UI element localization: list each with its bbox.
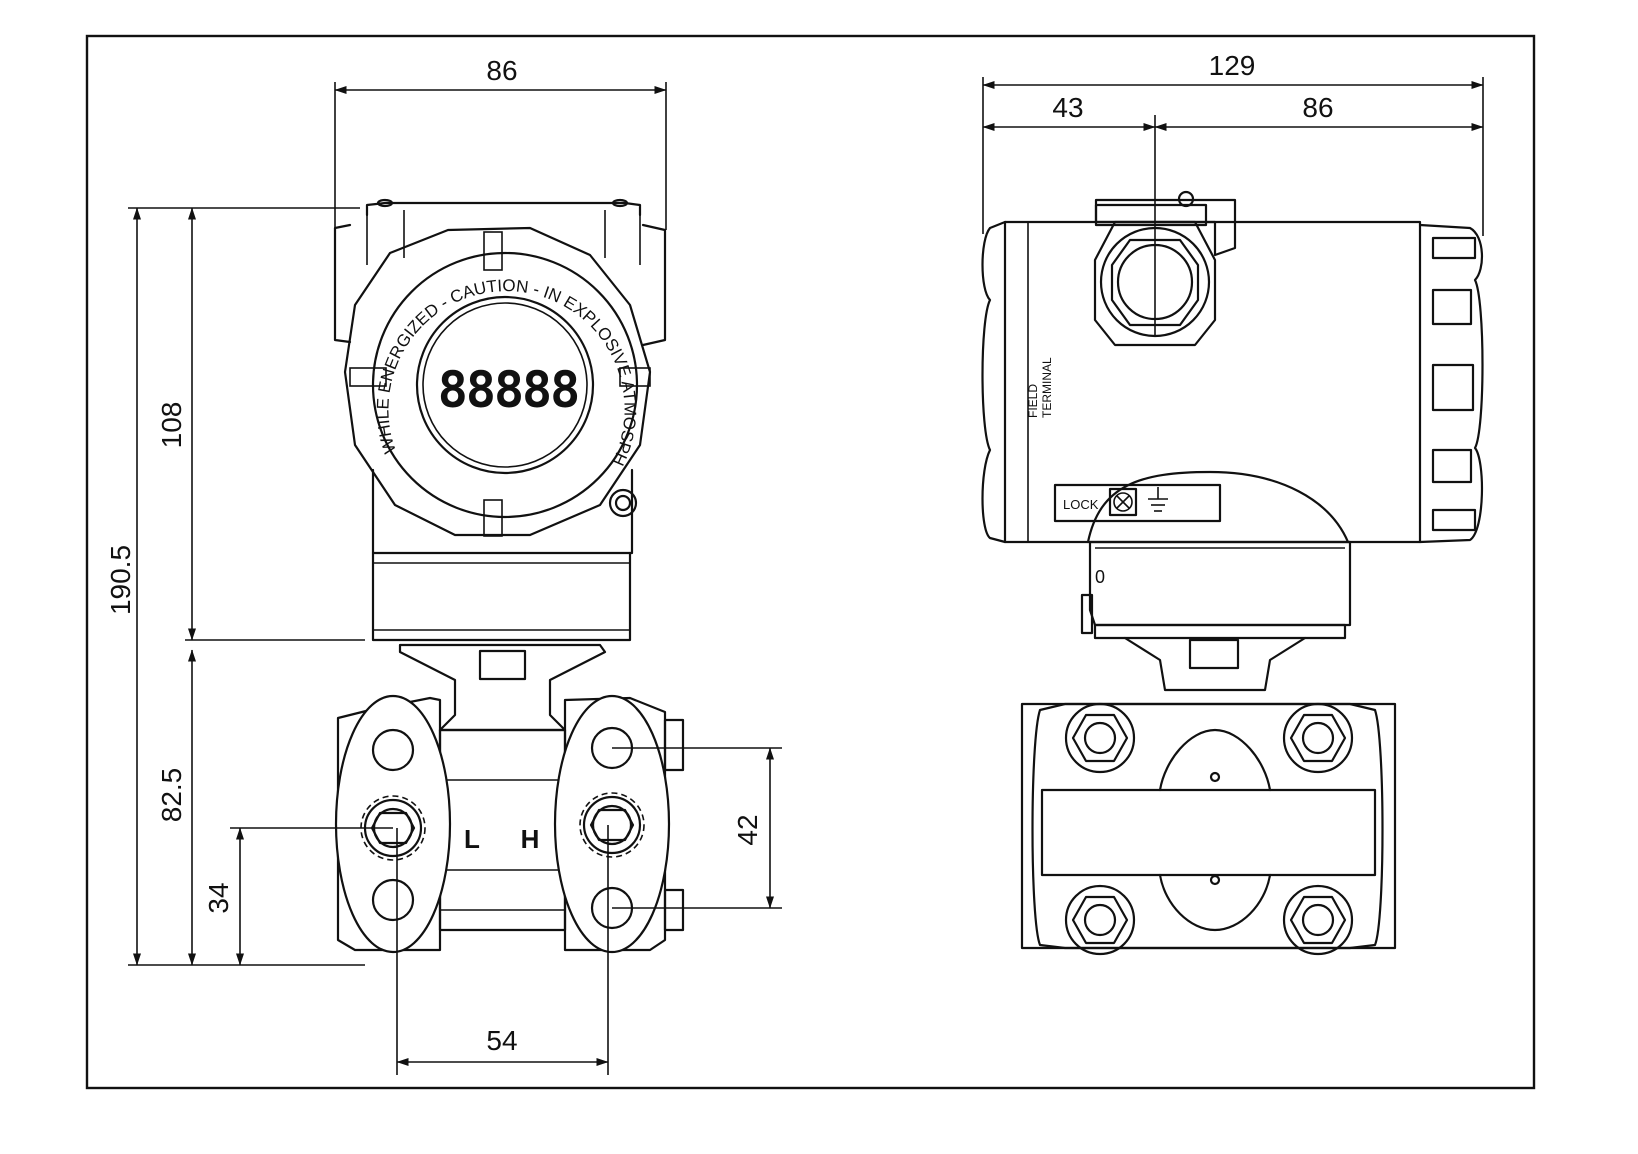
field-terminal-label-2: TERMINAL	[1040, 357, 1054, 418]
lock-label: LOCK	[1063, 497, 1099, 512]
dim-process-spacing: 54	[486, 1025, 517, 1056]
dim-front-width: 86	[486, 55, 517, 86]
dim-front-process-height: 34	[203, 882, 234, 913]
side-dimensions: 129 43 86	[982, 50, 1484, 335]
dim-flange-bolt-spacing: 42	[732, 814, 763, 845]
flange-nut-tl	[1064, 702, 1136, 774]
field-terminal-label-1: FIELD	[1026, 384, 1040, 418]
flange-nut-tr	[1282, 702, 1354, 774]
dim-front-height-lower: 82.5	[156, 768, 187, 823]
zero-mark: 0	[1095, 567, 1105, 587]
high-side-label: H	[521, 824, 540, 854]
ground-icon	[1148, 487, 1168, 512]
low-side-label: L	[464, 824, 480, 854]
flange-nut-br	[1282, 884, 1354, 956]
dim-front-height-total: 190.5	[105, 545, 136, 615]
side-view: FIELD TERMINAL LOCK 0	[981, 190, 1484, 956]
lcd-digits: 88888	[438, 361, 579, 419]
dim-front-height-housing: 108	[156, 402, 187, 449]
dim-side-right-width: 86	[1302, 92, 1333, 123]
dim-side-total-width: 129	[1209, 50, 1256, 81]
flange-nut-bl	[1064, 884, 1136, 956]
front-dimensions: 86 190.5 108 82.5 34 42 54	[105, 55, 782, 1075]
drawing-frame	[85, 34, 1536, 1090]
front-view: 88888 WHILE ENERGIZED - CAUTION - IN EXP…	[0, 0, 685, 954]
dim-side-left-width: 43	[1052, 92, 1083, 123]
